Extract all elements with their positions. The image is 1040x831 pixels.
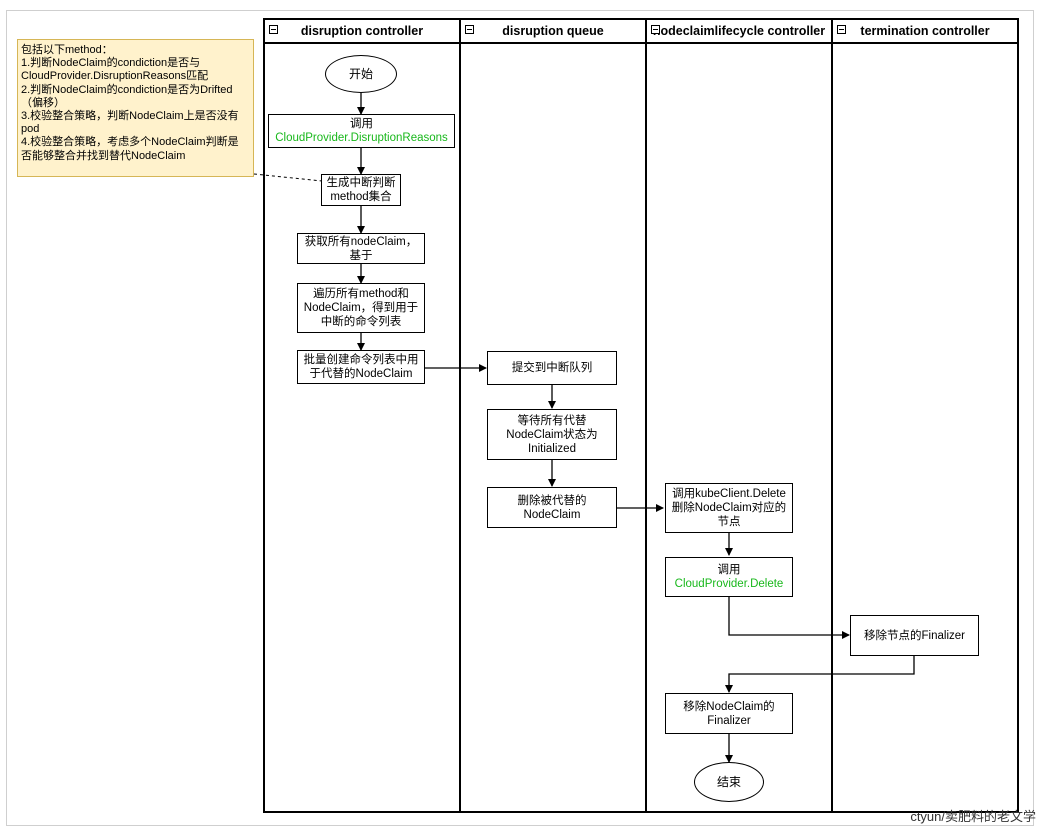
collapse-icon[interactable] (465, 25, 474, 34)
node-label: 生成中断判断 (326, 177, 396, 189)
submit-queue-node[interactable]: 提交到中断队列 (487, 351, 617, 385)
node-label: 基于 (349, 249, 373, 262)
node-label: 中断的命令列表 (320, 316, 402, 328)
node-label: 提交到中断队列 (511, 362, 593, 374)
note-line: pod (21, 123, 40, 136)
lane-header: disruption queue (461, 20, 645, 44)
edge-cpdelete-to-node-finalizer (728, 597, 850, 639)
node-label: Initialized (528, 442, 576, 455)
note-link (253, 173, 323, 182)
note-line: 3.校验整合策略，判断NodeClaim上是否没有 (21, 110, 239, 123)
edge-node-finalizer-to-claim-finalizer (725, 656, 915, 693)
lane-header: termination controller (833, 20, 1017, 44)
node-label: 开始 (348, 67, 373, 81)
lane-title: termination controller (860, 24, 990, 38)
node-label: 结束 (716, 775, 741, 789)
node-label: method集合 (330, 191, 392, 203)
get-nodeclaims-node[interactable]: 获取所有nodeClaim， 基于 (297, 233, 425, 264)
call-disruption-reasons-node[interactable]: 调用 CloudProvider.DisruptionReasons (268, 114, 455, 148)
collapse-icon[interactable] (837, 25, 846, 34)
note-line: 1.判断NodeClaim的condiction是否与 (21, 57, 201, 70)
note-line: 2.判断NodeClaim的condiction是否为Drifted (21, 83, 233, 96)
node-label: 遍历所有method和 (313, 288, 409, 300)
note-line: CloudProvider.DisruptionReasons匹配 (21, 70, 209, 83)
lane-header: nodeclaimlifecycle controller (647, 20, 831, 44)
note-line: （偏移） (21, 96, 65, 109)
cloudprovider-delete-node[interactable]: 调用 CloudProvider.Delete (665, 557, 793, 597)
note-line: 包括以下method： (21, 44, 113, 56)
start-node[interactable]: 开始 (325, 55, 397, 93)
node-label: 节点 (717, 516, 741, 528)
node-label: Finalizer (707, 714, 751, 727)
node-label: 调用 (350, 118, 373, 130)
lane-header: disruption controller (265, 20, 459, 44)
node-label: 于代替的NodeClaim (309, 368, 413, 380)
kube-delete-node[interactable]: 调用kubeClient.Delete 删除NodeClaim对应的 节点 (665, 483, 793, 533)
note-line: 4.校验整合策略，考虑多个NodeClaim判断是 (21, 136, 239, 149)
lane-title: disruption queue (502, 24, 604, 38)
canvas-frame (6, 10, 1034, 826)
node-label: NodeClaim状态为 (506, 428, 598, 441)
node-label: 删除被代替的 (517, 494, 587, 507)
remove-claim-finalizer-node[interactable]: 移除NodeClaim的 Finalizer (665, 693, 793, 734)
remove-node-finalizer-node[interactable]: 移除节点的Finalizer (850, 615, 979, 656)
lane-termination-controller: termination controller (831, 18, 1019, 813)
lane-title: nodeclaimlifecycle controller (652, 24, 826, 38)
node-label-highlight: CloudProvider.DisruptionReasons (275, 132, 448, 144)
end-node[interactable]: 结束 (694, 762, 764, 802)
lane-title: disruption controller (300, 24, 424, 38)
node-label: 批量创建命令列表中用 (303, 354, 419, 366)
node-label: NodeClaim，得到用于 (303, 302, 419, 314)
node-label-highlight: CloudProvider.Delete (674, 578, 784, 590)
credit-text: ctyun/卖肥料的老文学 (910, 809, 1036, 824)
collapse-icon[interactable] (651, 25, 660, 34)
node-label: 调用kubeClient.Delete (672, 488, 786, 500)
gen-methods-node[interactable]: 生成中断判断 method集合 (321, 174, 401, 206)
node-label: 获取所有nodeClaim， (304, 235, 418, 248)
node-label: 等待所有代替 (517, 414, 587, 427)
method-note: 包括以下method： 1.判断NodeClaim的condiction是否与 … (17, 39, 254, 177)
node-label: NodeClaim (523, 508, 581, 521)
wait-initialized-node[interactable]: 等待所有代替 NodeClaim状态为 Initialized (487, 409, 617, 460)
node-label: 移除节点的Finalizer (864, 629, 965, 642)
iterate-methods-node[interactable]: 遍历所有method和 NodeClaim，得到用于 中断的命令列表 (297, 283, 425, 333)
lane-disruption-controller: disruption controller (263, 18, 461, 813)
node-label: 调用 (717, 564, 741, 576)
node-label: 删除NodeClaim对应的 (671, 502, 787, 514)
batch-create-node[interactable]: 批量创建命令列表中用 于代替的NodeClaim (297, 350, 425, 384)
note-line: 否能够整合并找到替代NodeClaim (21, 149, 186, 162)
collapse-icon[interactable] (269, 25, 278, 34)
delete-replaced-node[interactable]: 删除被代替的 NodeClaim (487, 487, 617, 528)
node-label: 移除NodeClaim的 (683, 700, 775, 713)
